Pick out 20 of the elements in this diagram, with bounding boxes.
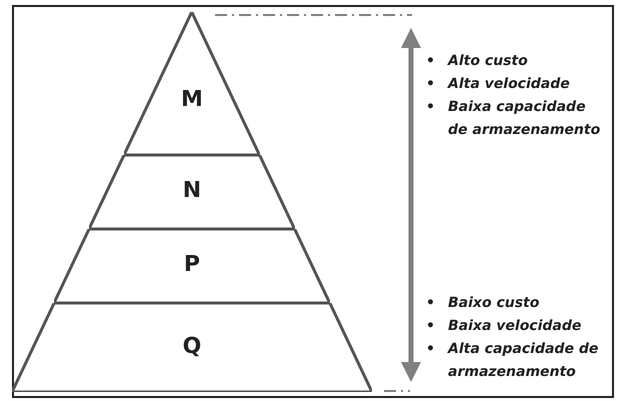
layer-label: M bbox=[180, 86, 204, 112]
bullet: • bbox=[426, 52, 435, 71]
bullet: • bbox=[426, 75, 435, 94]
list-item: Alta capacidade de armazenamento bbox=[448, 341, 598, 380]
list-item: Baixo custo bbox=[448, 295, 540, 311]
pyramid-layer bbox=[89, 155, 295, 229]
layer-label: P bbox=[182, 252, 202, 277]
list-item: Alto custo bbox=[448, 53, 528, 69]
pyramid-apex bbox=[124, 12, 260, 155]
pyramid-layer bbox=[12, 303, 372, 392]
list-item: Alta velocidade bbox=[448, 76, 570, 92]
bullet: • bbox=[426, 294, 435, 313]
bullet: • bbox=[426, 317, 435, 336]
layer-label: N bbox=[182, 178, 202, 203]
bullet: • bbox=[426, 98, 435, 117]
bullet: • bbox=[426, 340, 435, 359]
list-item: Baixa capacidade de armazenamento bbox=[448, 99, 600, 138]
list-item: Baixa velocidade bbox=[448, 318, 582, 334]
layer-label: Q bbox=[182, 334, 202, 358]
pyramid-layer bbox=[54, 229, 330, 303]
